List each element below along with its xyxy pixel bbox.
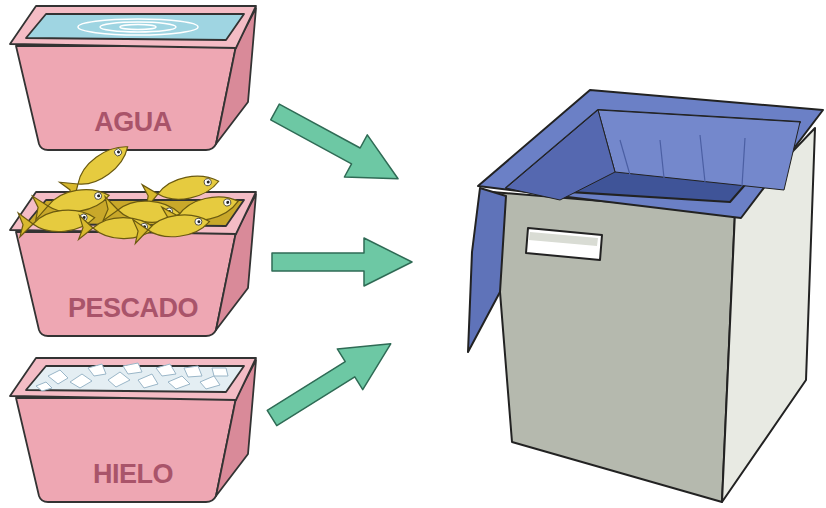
arrow [259,323,403,438]
tub-label: AGUA [94,107,172,138]
tub-label-area: HIELO [48,454,218,494]
tub: AGUA [8,2,258,152]
liner-folds [620,135,745,186]
tub-label-area: AGUA [48,102,218,142]
arrow [272,238,412,286]
tub: PESCADO [8,188,258,338]
lined-box [468,90,823,502]
box-front [492,192,735,502]
tub: HIELO [8,354,258,504]
liner-flap [468,188,506,352]
tub-label: HIELO [93,459,173,490]
liner-back-wall [598,110,800,190]
liner-inside [506,110,800,202]
flow-arrows [259,91,412,438]
tub-label-area: PESCADO [48,288,218,328]
arrow [264,91,410,200]
liner-rim [478,90,823,218]
box-handle [526,228,602,260]
liner-left-wall [506,110,615,200]
handle-shadow [529,232,598,246]
tub-label: PESCADO [68,293,198,324]
